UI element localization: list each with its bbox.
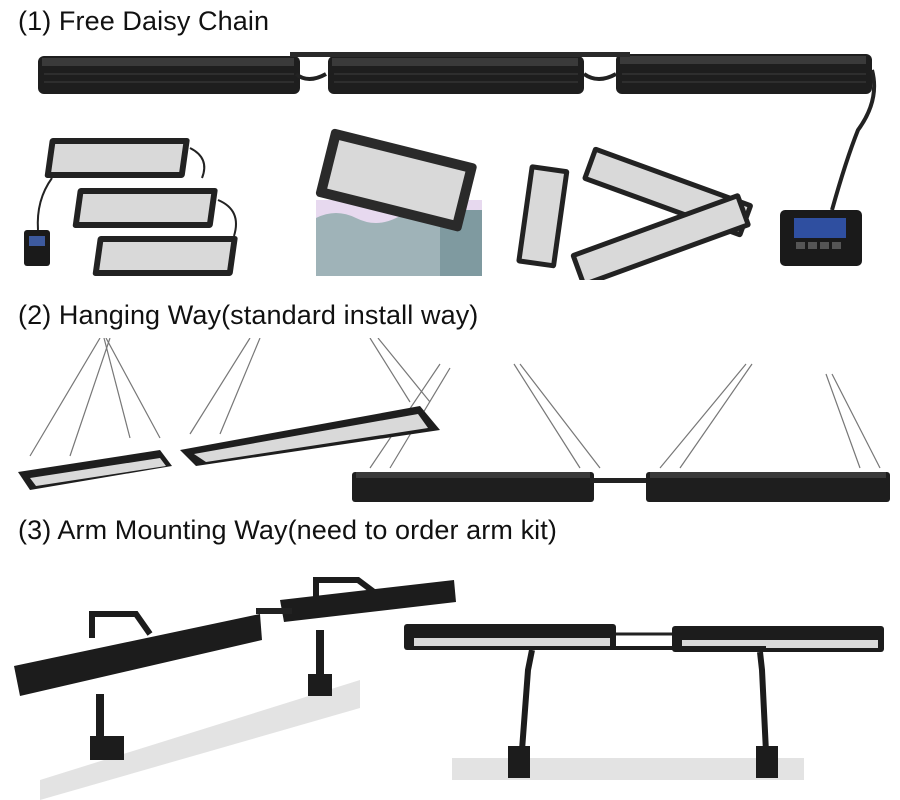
connector-bar [290,52,630,57]
tank-illustration [315,128,482,276]
arm-mount-illustration [14,577,884,800]
section-title-hanging-way: (2) Hanging Way(standard install way) [18,300,479,330]
hanging-light-2 [180,406,440,466]
controller-small [24,230,50,266]
chained-light-3 [616,54,872,94]
chained-light-1 [38,56,300,94]
tank-rim [40,680,360,800]
hanging-light-4 [646,472,890,502]
triangle-illustration [516,146,753,280]
hanging-light-1 [18,450,172,490]
daisy-chain-illustration [24,52,877,280]
hanging-illustration [18,338,890,502]
connector-bar [590,478,650,483]
hanging-light-3 [352,472,594,502]
section-title-arm-mounting: (3) Arm Mounting Way(need to order arm k… [18,515,557,545]
section-title-daisy-chain: (1) Free Daisy Chain [18,6,270,36]
link-cable [294,72,327,81]
chained-light-2 [328,56,584,94]
four-panels-illustration [24,138,238,276]
link-cable [582,72,617,81]
controller-cable [830,69,877,211]
arm-light-perspective [14,577,456,760]
controller-unit [780,210,862,266]
tank-rim [452,758,804,780]
arm-light-front [404,624,884,778]
